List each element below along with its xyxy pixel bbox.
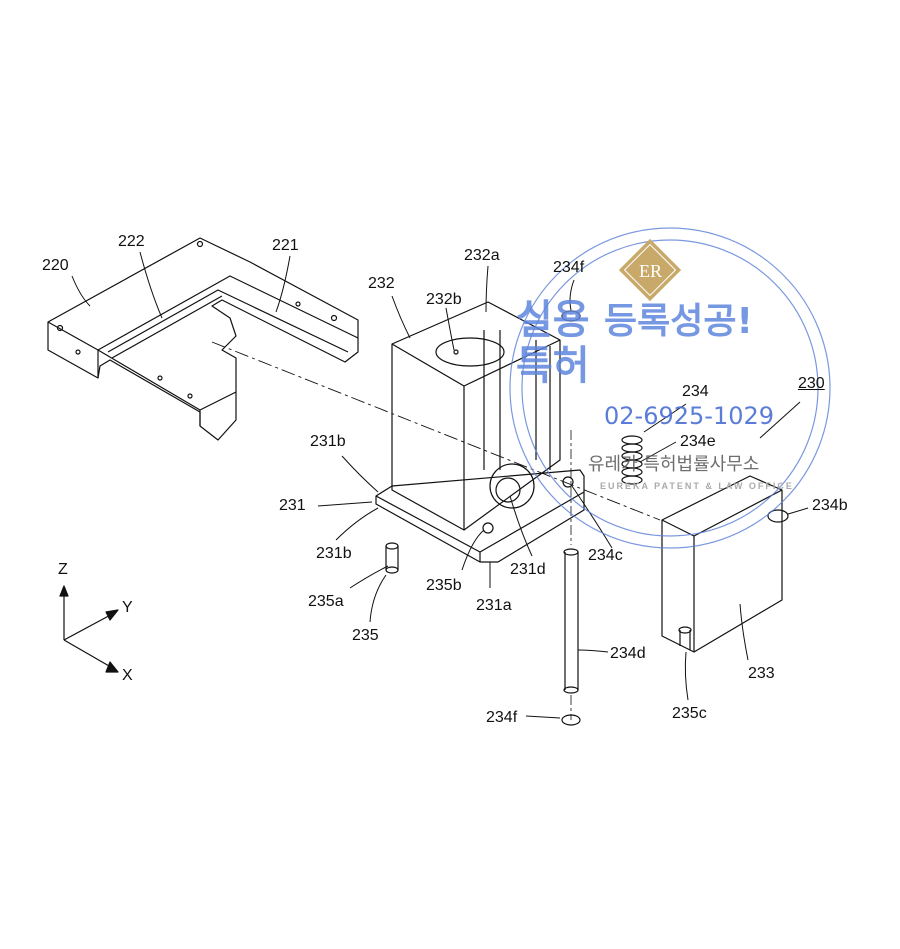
watermark-office-english: EUREKA PATENT & LAW OFFICE bbox=[600, 482, 794, 491]
label-231b-top: 231b bbox=[310, 434, 346, 450]
watermark-line2: 특허 bbox=[516, 346, 590, 386]
label-234b: 234b bbox=[812, 498, 848, 514]
part-234d-shaft bbox=[564, 430, 578, 720]
label-231b-bottom: 231b bbox=[316, 546, 352, 562]
part-220-frame bbox=[48, 238, 358, 440]
watermark-phone: 02-6925-1029 bbox=[604, 404, 774, 428]
label-235a: 235a bbox=[308, 594, 344, 610]
part-233-block bbox=[662, 476, 788, 652]
axis-z-label: Z bbox=[58, 562, 68, 578]
label-235: 235 bbox=[352, 628, 379, 644]
axes-symbol bbox=[60, 586, 118, 672]
label-235b: 235b bbox=[426, 578, 462, 594]
label-221: 221 bbox=[272, 238, 299, 254]
label-235c: 235c bbox=[672, 706, 707, 722]
axis-x-label: X bbox=[122, 668, 133, 684]
center-line bbox=[212, 342, 660, 520]
label-232a: 232a bbox=[464, 248, 500, 264]
label-230: 230 bbox=[798, 376, 825, 392]
label-233: 233 bbox=[748, 666, 775, 682]
label-231a: 231a bbox=[476, 598, 512, 614]
watermark-office-korean: 유레카 특허법률사무소 bbox=[588, 456, 759, 474]
er-logo-text: ER bbox=[639, 262, 662, 280]
axis-y-label: Y bbox=[122, 600, 133, 616]
label-220: 220 bbox=[42, 258, 69, 274]
watermark-line1b: 등록성공! bbox=[604, 304, 753, 340]
label-232b: 232b bbox=[426, 292, 462, 308]
label-222: 222 bbox=[118, 234, 145, 250]
label-234c: 234c bbox=[588, 548, 623, 564]
watermark-line1a: 실용 bbox=[516, 300, 590, 340]
label-231: 231 bbox=[279, 498, 306, 514]
part-235-pin bbox=[386, 543, 398, 573]
label-231d: 231d bbox=[510, 562, 546, 578]
label-234f-top: 234f bbox=[553, 260, 584, 276]
label-234d: 234d bbox=[610, 646, 646, 662]
label-234e: 234e bbox=[680, 434, 716, 450]
label-234f-bottom: 234f bbox=[486, 710, 517, 726]
label-232: 232 bbox=[368, 276, 395, 292]
label-234: 234 bbox=[682, 384, 709, 400]
